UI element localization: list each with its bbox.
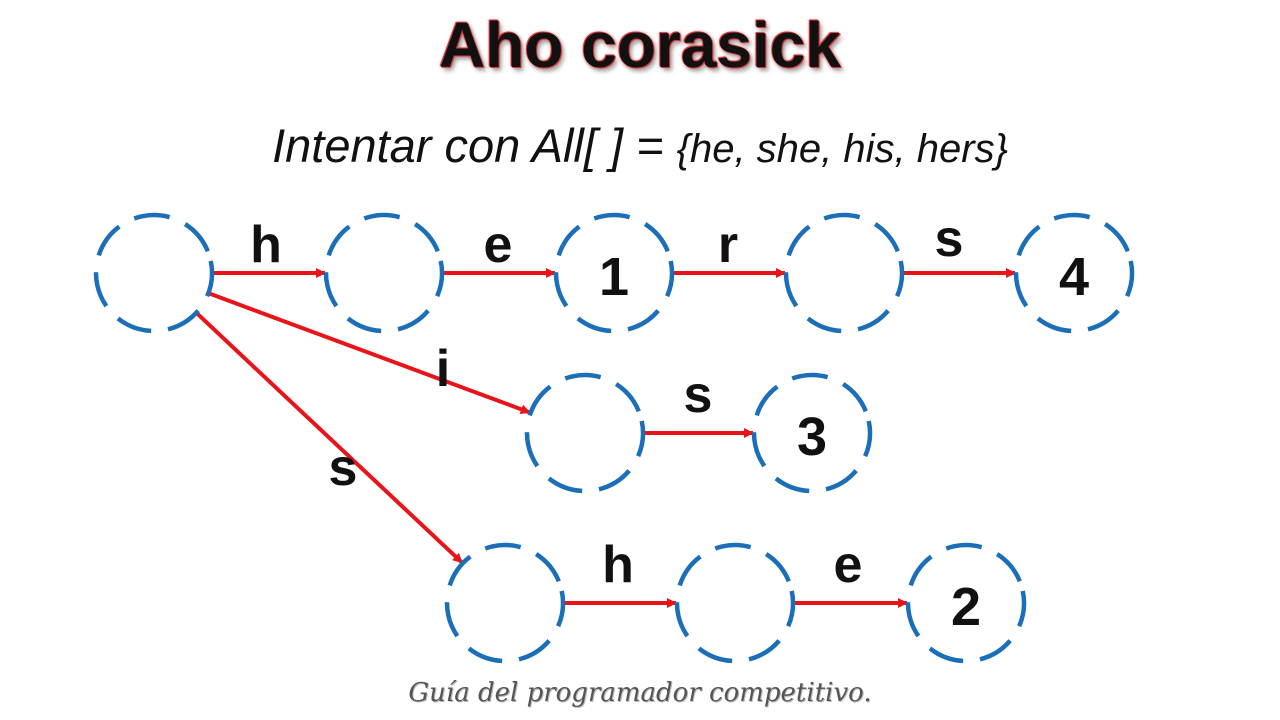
- node-circle: [1013, 212, 1135, 334]
- node-circle: [444, 542, 566, 664]
- trie-node-hers: 4: [1013, 212, 1135, 334]
- edge-label-root-hi: i: [436, 340, 450, 398]
- edge-label-hi-his: s: [684, 366, 713, 424]
- node-circle: [553, 212, 675, 334]
- subtitle: Intentar con All[ ] = {he, she, his, her…: [0, 118, 1280, 173]
- node-circle: [674, 542, 796, 664]
- edges-layer: [194, 268, 1016, 608]
- node-output-label: 4: [1059, 247, 1089, 307]
- subtitle-prefix: Intentar con All[ ] =: [272, 119, 677, 172]
- edge-label-h-he: e: [484, 216, 513, 274]
- nodes-layer: 1 4 3 2: [93, 212, 1135, 664]
- node-circle: [751, 372, 873, 494]
- node-circle: [93, 212, 215, 334]
- trie-node-her: [783, 212, 905, 334]
- edge-label-sh-she: e: [834, 536, 863, 594]
- subtitle-word-set: {he, she, his, hers}: [676, 127, 1008, 171]
- edge-label-s-sh: h: [602, 536, 634, 594]
- node-circle: [783, 212, 905, 334]
- trie-node-hi: [524, 372, 646, 494]
- trie-node-root: [93, 212, 215, 334]
- node-circle: [905, 542, 1027, 664]
- trie-node-his: 3: [751, 372, 873, 494]
- footer-caption: Guía del programador competitivo.: [408, 678, 872, 708]
- trie-node-she: 2: [905, 542, 1027, 664]
- edge-root-hi: [207, 291, 531, 415]
- node-circle: [323, 212, 445, 334]
- node-output-label: 1: [599, 247, 629, 307]
- trie-node-sh: [674, 542, 796, 664]
- trie-node-s: [444, 542, 566, 664]
- edge-label-root-h: h: [250, 216, 282, 274]
- edge-label-root-s: s: [329, 439, 358, 497]
- node-output-label: 3: [797, 407, 827, 467]
- trie-node-he: 1: [553, 212, 675, 334]
- trie-node-h: [323, 212, 445, 334]
- node-output-label: 2: [951, 577, 981, 637]
- labels-layer: h e r s i s s h e: [250, 210, 963, 594]
- edge-label-he-her: r: [718, 216, 738, 274]
- edge-root-s: [194, 311, 464, 565]
- node-circle: [524, 372, 646, 494]
- edge-label-her-hers: s: [935, 210, 964, 268]
- page-title: Aho corasick: [439, 9, 841, 81]
